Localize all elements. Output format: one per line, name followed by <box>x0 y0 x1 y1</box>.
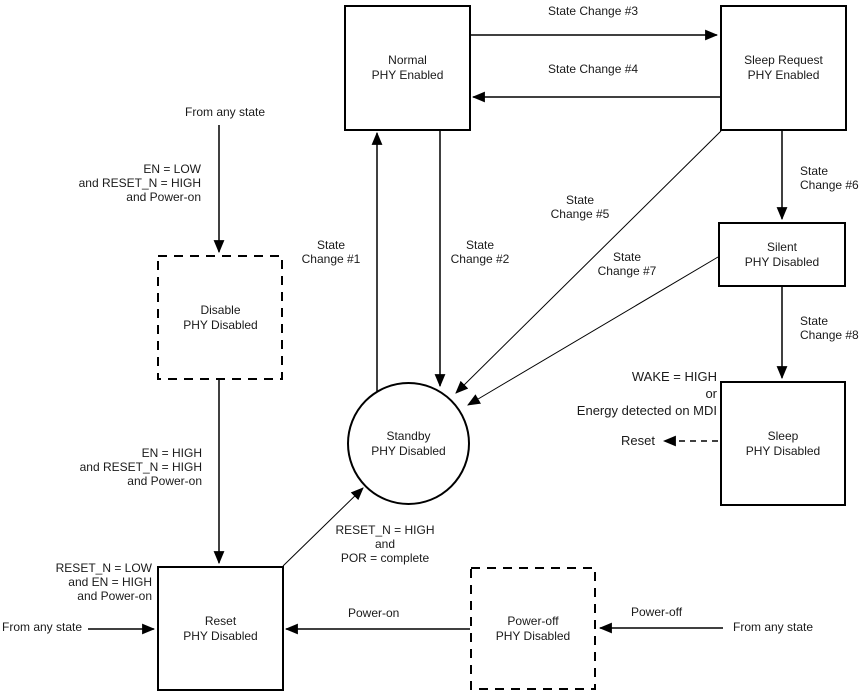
state-sleep-request-label: Sleep Request PHY Enabled <box>744 53 823 83</box>
state-standby: Standby PHY Disabled <box>347 382 470 505</box>
label-state-change-7: State Change #7 <box>592 250 662 278</box>
state-name: Sleep <box>767 428 799 443</box>
state-silent-label: Silent PHY Disabled <box>745 240 819 270</box>
state-disable-outline <box>157 255 283 380</box>
label-line: RESET_N = HIGH <box>335 523 435 537</box>
label-line: RESET_N = LOW <box>55 561 152 575</box>
label-state-change-1: State Change #1 <box>298 238 364 266</box>
label-state-change-8: State Change #8 <box>800 314 859 342</box>
label-line: State <box>316 238 346 252</box>
state-sub: PHY Enabled <box>747 68 820 82</box>
state-power-off-outline <box>470 567 596 690</box>
state-name: Silent <box>766 239 797 254</box>
label-line: and <box>374 537 396 551</box>
label-power-on: Power-on <box>348 606 400 620</box>
state-reset-label: Reset PHY Disabled <box>183 614 257 644</box>
state-sub: PHY Disabled <box>744 254 820 269</box>
arrow-state-change-5 <box>455 130 722 394</box>
label-power-off: Power-off <box>631 605 683 619</box>
label-line: State <box>465 238 495 252</box>
state-name: Sleep Request <box>744 53 823 67</box>
label-line: or <box>705 386 717 401</box>
label-line: Change #8 <box>800 328 859 342</box>
label-line: WAKE = HIGH <box>631 369 717 384</box>
state-sub: PHY Disabled <box>183 628 258 643</box>
state-reset: Reset PHY Disabled <box>157 566 284 691</box>
state-normal-label: Normal PHY Enabled <box>372 53 444 83</box>
state-name: Disable <box>200 303 241 317</box>
label-line: State <box>565 193 595 207</box>
label-line: and RESET_N = HIGH <box>79 460 202 474</box>
state-power-off: Power-off PHY Disabled <box>470 567 596 690</box>
label-state-change-6: State Change #6 <box>800 164 859 192</box>
state-power-off-label: Power-off PHY Disabled <box>496 614 570 644</box>
label-line: Change #7 <box>597 264 657 278</box>
state-sleep-request: Sleep Request PHY Enabled <box>720 5 847 131</box>
label-line: Change #1 <box>301 252 361 266</box>
label-line: State <box>800 314 829 328</box>
label-line: Energy detected on MDI <box>576 403 717 418</box>
label-state-change-4: State Change #4 <box>548 62 639 76</box>
state-name: Normal <box>388 53 427 67</box>
state-sleep: Sleep PHY Disabled <box>720 381 846 506</box>
label-line: Change #5 <box>550 207 610 221</box>
state-disable: Disable PHY Disabled <box>157 255 284 381</box>
state-name: Power-off <box>507 613 559 628</box>
label-line: and RESET_N = HIGH <box>78 176 201 190</box>
state-silent: Silent PHY Disabled <box>718 222 846 287</box>
label-line: and Power-on <box>77 589 152 603</box>
label-state-change-5: State Change #5 <box>545 193 615 221</box>
state-name: Standby <box>386 428 431 443</box>
label-condition-reset-any: RESET_N = LOW and EN = HIGH and Power-on <box>20 561 152 603</box>
label-state-change-2: State Change #2 <box>447 238 513 266</box>
label-from-any-state-top: From any state <box>185 105 266 119</box>
state-normal: Normal PHY Enabled <box>344 5 471 131</box>
label-from-any-state-bottom-right: From any state <box>733 620 814 634</box>
label-condition-disable: EN = LOW and RESET_N = HIGH and Power-on <box>60 162 201 204</box>
label-wake-condition: WAKE = HIGH or Energy detected on MDI <box>540 368 717 419</box>
label-line: State <box>612 250 642 264</box>
label-from-any-state-bottom-left: From any state <box>2 620 83 634</box>
label-line: Change #2 <box>450 252 510 266</box>
state-sleep-label: Sleep PHY Disabled <box>746 429 820 459</box>
state-sub: PHY Disabled <box>371 443 446 458</box>
arrow-reset-to-standby <box>282 487 364 567</box>
label-line: Change #6 <box>800 178 859 192</box>
label-line: and Power-on <box>126 190 201 204</box>
state-sub: PHY Disabled <box>183 318 258 332</box>
state-name: Reset <box>204 613 237 628</box>
state-disable-label: Disable PHY Disabled <box>183 303 257 333</box>
label-line: and Power-on <box>127 474 202 488</box>
state-sub: PHY Disabled <box>745 443 821 458</box>
label-line: EN = HIGH <box>141 446 202 460</box>
state-standby-label: Standby PHY Disabled <box>371 429 445 459</box>
label-condition-reset-from-disable: EN = HIGH and RESET_N = HIGH and Power-o… <box>60 446 202 488</box>
state-sub: PHY Enabled <box>371 68 444 82</box>
label-line: State <box>800 164 829 178</box>
state-sub: PHY Disabled <box>495 628 571 643</box>
label-condition-standby-from-reset: RESET_N = HIGH and POR = complete <box>330 523 440 565</box>
label-line: EN = LOW <box>143 162 201 176</box>
arrow-state-change-7 <box>467 256 719 406</box>
label-state-change-3: State Change #3 <box>548 4 639 18</box>
label-line: POR = complete <box>340 551 430 565</box>
label-line: and EN = HIGH <box>68 575 152 589</box>
label-reset-action: Reset <box>621 433 655 448</box>
